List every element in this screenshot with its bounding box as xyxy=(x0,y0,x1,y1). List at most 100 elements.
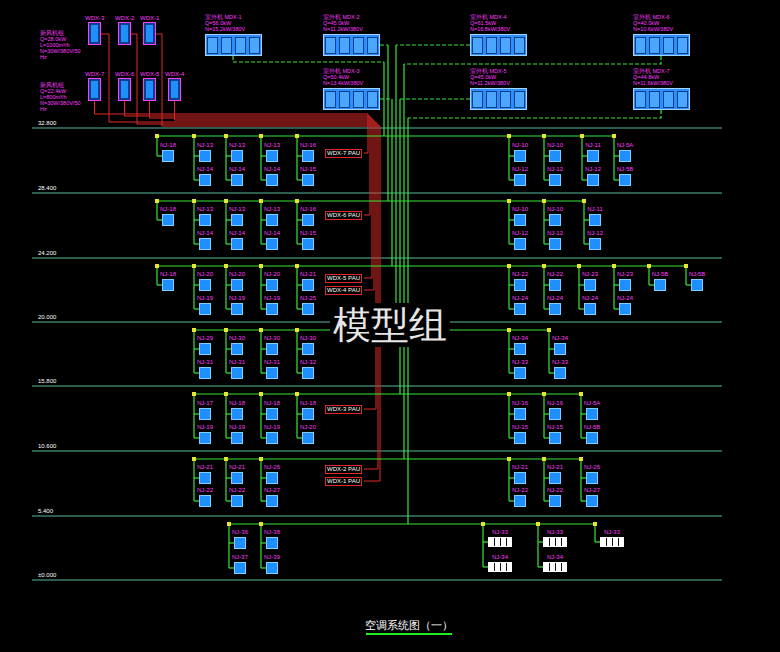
indoor-unit: NJ-19 xyxy=(225,423,249,444)
unit-label: NJ-33 xyxy=(508,358,532,367)
branch-joint xyxy=(259,264,263,268)
indoor-unit: NJ-20 xyxy=(193,270,217,291)
unit-label: NJ-14 xyxy=(225,229,249,238)
indoor-unit: NJ-22 xyxy=(193,486,217,507)
indoor-unit: NJ-16 xyxy=(543,399,567,420)
indoor-unit: NJ-14 xyxy=(260,229,284,250)
unit-symbol xyxy=(231,495,243,507)
compressor-module xyxy=(235,37,246,54)
unit-label: NJ-19 xyxy=(193,423,217,432)
fresh-air-outdoor-unit: WDX-4 xyxy=(165,70,184,101)
unit-label: NJ-14 xyxy=(193,229,217,238)
branch-joint xyxy=(542,264,546,268)
branch-joint xyxy=(259,457,263,461)
compressor-module xyxy=(635,91,646,108)
indoor-unit: NJ-13 xyxy=(260,205,284,226)
indoor-unit: NJ-27 xyxy=(260,486,284,507)
unit-symbol xyxy=(266,150,278,162)
unit-symbol xyxy=(231,150,243,162)
branch-joint xyxy=(155,134,159,138)
unit-symbol xyxy=(586,472,598,484)
unit-symbol xyxy=(231,238,243,250)
compressor-module xyxy=(472,91,483,108)
level-mark: 15.800 xyxy=(38,377,56,385)
pipe-line xyxy=(193,201,194,244)
pipe-line xyxy=(193,266,194,309)
unit-symbol xyxy=(514,432,526,444)
indoor-unit: NJ-24 xyxy=(508,294,532,315)
fresh-air-outdoor-unit: WDX-2 xyxy=(115,14,134,45)
indoor-unit: NJ-15 xyxy=(508,423,532,444)
unit-label: NJ-16 xyxy=(508,399,532,408)
outdoor-unit-symbol xyxy=(88,78,101,101)
indoor-unit: NJ-20 xyxy=(296,423,320,444)
pipe-line xyxy=(613,136,614,180)
indoor-unit: NJ-24 xyxy=(578,294,602,315)
pipe-line xyxy=(260,524,261,568)
branch-joint xyxy=(507,199,511,203)
unit-label: NJ-34 xyxy=(548,334,572,343)
pipe-line xyxy=(508,136,509,180)
unit-symbol xyxy=(234,562,246,574)
unit-symbol xyxy=(162,279,174,291)
unit-label: NJ-33 xyxy=(597,528,627,537)
compressor-module xyxy=(486,91,497,108)
indoor-unit: NJ-19 xyxy=(193,423,217,444)
outdoor-unit-block xyxy=(205,34,262,56)
unit-label: NJ-31 xyxy=(193,358,217,367)
unit-symbol xyxy=(554,367,566,379)
pipe-line xyxy=(157,265,686,266)
pipe-line xyxy=(260,459,261,501)
unit-label: N=11.2kW/380V xyxy=(470,80,527,86)
pipe-line xyxy=(537,524,538,567)
pau-tag: WDX-1 PAU xyxy=(325,477,362,486)
indoor-unit: NJ-26 xyxy=(260,463,284,484)
pipe-line xyxy=(260,136,261,180)
unit-symbol xyxy=(654,279,666,291)
pipe-line xyxy=(508,459,509,501)
indoor-unit: NJ-12 xyxy=(508,229,532,250)
unit-label: NJ-26 xyxy=(580,463,604,472)
unit-symbol xyxy=(549,150,561,162)
indoor-unit: NJ-22 xyxy=(543,270,567,291)
cassette-symbol xyxy=(543,562,567,572)
unit-label: NJ-12 xyxy=(581,165,605,174)
fresh-air-outdoor-unit: WDX-7 xyxy=(85,70,104,101)
unit-symbol xyxy=(514,408,526,420)
branch-joint xyxy=(612,264,616,268)
unit-symbol xyxy=(199,238,211,250)
unit-label: WDX-2 xyxy=(115,14,134,22)
compressor-module xyxy=(649,91,660,108)
unit-symbol xyxy=(514,303,526,315)
branch-joint xyxy=(481,522,485,526)
level-mark: 24.200 xyxy=(38,249,56,257)
unit-label: NJ-10 xyxy=(543,205,567,214)
pipe-line xyxy=(296,201,297,244)
unit-label: NJ-12 xyxy=(508,165,532,174)
title-underline xyxy=(366,633,452,635)
unit-label: NJ-12 xyxy=(583,229,607,238)
branch-joint xyxy=(582,199,586,203)
pau-tag: WDX-5 PAU xyxy=(325,274,362,283)
indoor-unit: NJ-18 xyxy=(296,399,320,420)
indoor-unit: NJ-18 xyxy=(156,205,180,226)
unit-symbol xyxy=(514,279,526,291)
level-mark: 28.400 xyxy=(38,184,56,192)
indoor-unit: NJ-5B xyxy=(613,165,637,186)
unit-symbol xyxy=(549,495,561,507)
unit-symbol xyxy=(302,279,314,291)
branch-joint xyxy=(684,264,688,268)
unit-label: NJ-25 xyxy=(296,294,320,303)
indoor-unit: NJ-10 xyxy=(508,205,532,226)
unit-label: NJ-30 xyxy=(225,334,249,343)
unit-label: NJ-33 xyxy=(485,528,515,537)
indoor-unit: NJ-21 xyxy=(543,463,567,484)
indoor-unit: NJ-21 xyxy=(225,463,249,484)
unit-label: NJ-16 xyxy=(296,205,320,214)
unit-label: NJ-5B xyxy=(685,270,709,279)
indoor-unit: NJ-13 xyxy=(225,141,249,162)
pipe-line xyxy=(225,330,226,373)
pipe-line xyxy=(543,136,544,180)
indoor-unit: NJ-30 xyxy=(260,334,284,355)
pipe-line xyxy=(260,266,261,309)
